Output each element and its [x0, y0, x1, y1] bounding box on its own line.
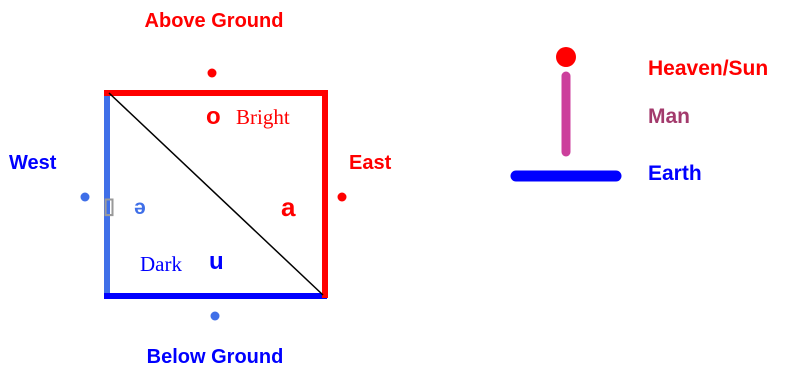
east-label: East [349, 152, 392, 174]
above-ground-label: Above Ground [145, 10, 284, 32]
left-dot [80, 192, 90, 202]
vowel-schwa: ə [134, 196, 146, 219]
sun-icon [556, 47, 576, 67]
man-label: Man [648, 105, 690, 128]
heaven-sun-label: Heaven/Sun [648, 57, 768, 80]
bottom-dot [210, 311, 220, 321]
cosmos-symbol: Heaven/Sun Man Earth [510, 47, 768, 185]
dark-label: Dark [140, 252, 182, 276]
square-diagonal [108, 92, 324, 296]
top-dot [207, 68, 217, 78]
vowel-u: u [209, 248, 224, 275]
bright-label: Bright [236, 105, 290, 129]
placeholder-glyph: ▯ [103, 193, 115, 218]
below-ground-label: Below Ground [147, 346, 284, 368]
right-dot [337, 192, 347, 202]
vowel-square: Above Ground Below Ground West East o Br… [9, 10, 392, 368]
vowel-o: o [206, 103, 221, 130]
west-label: West [9, 152, 57, 174]
vowel-a: a [281, 192, 296, 222]
earth-label: Earth [648, 162, 702, 185]
